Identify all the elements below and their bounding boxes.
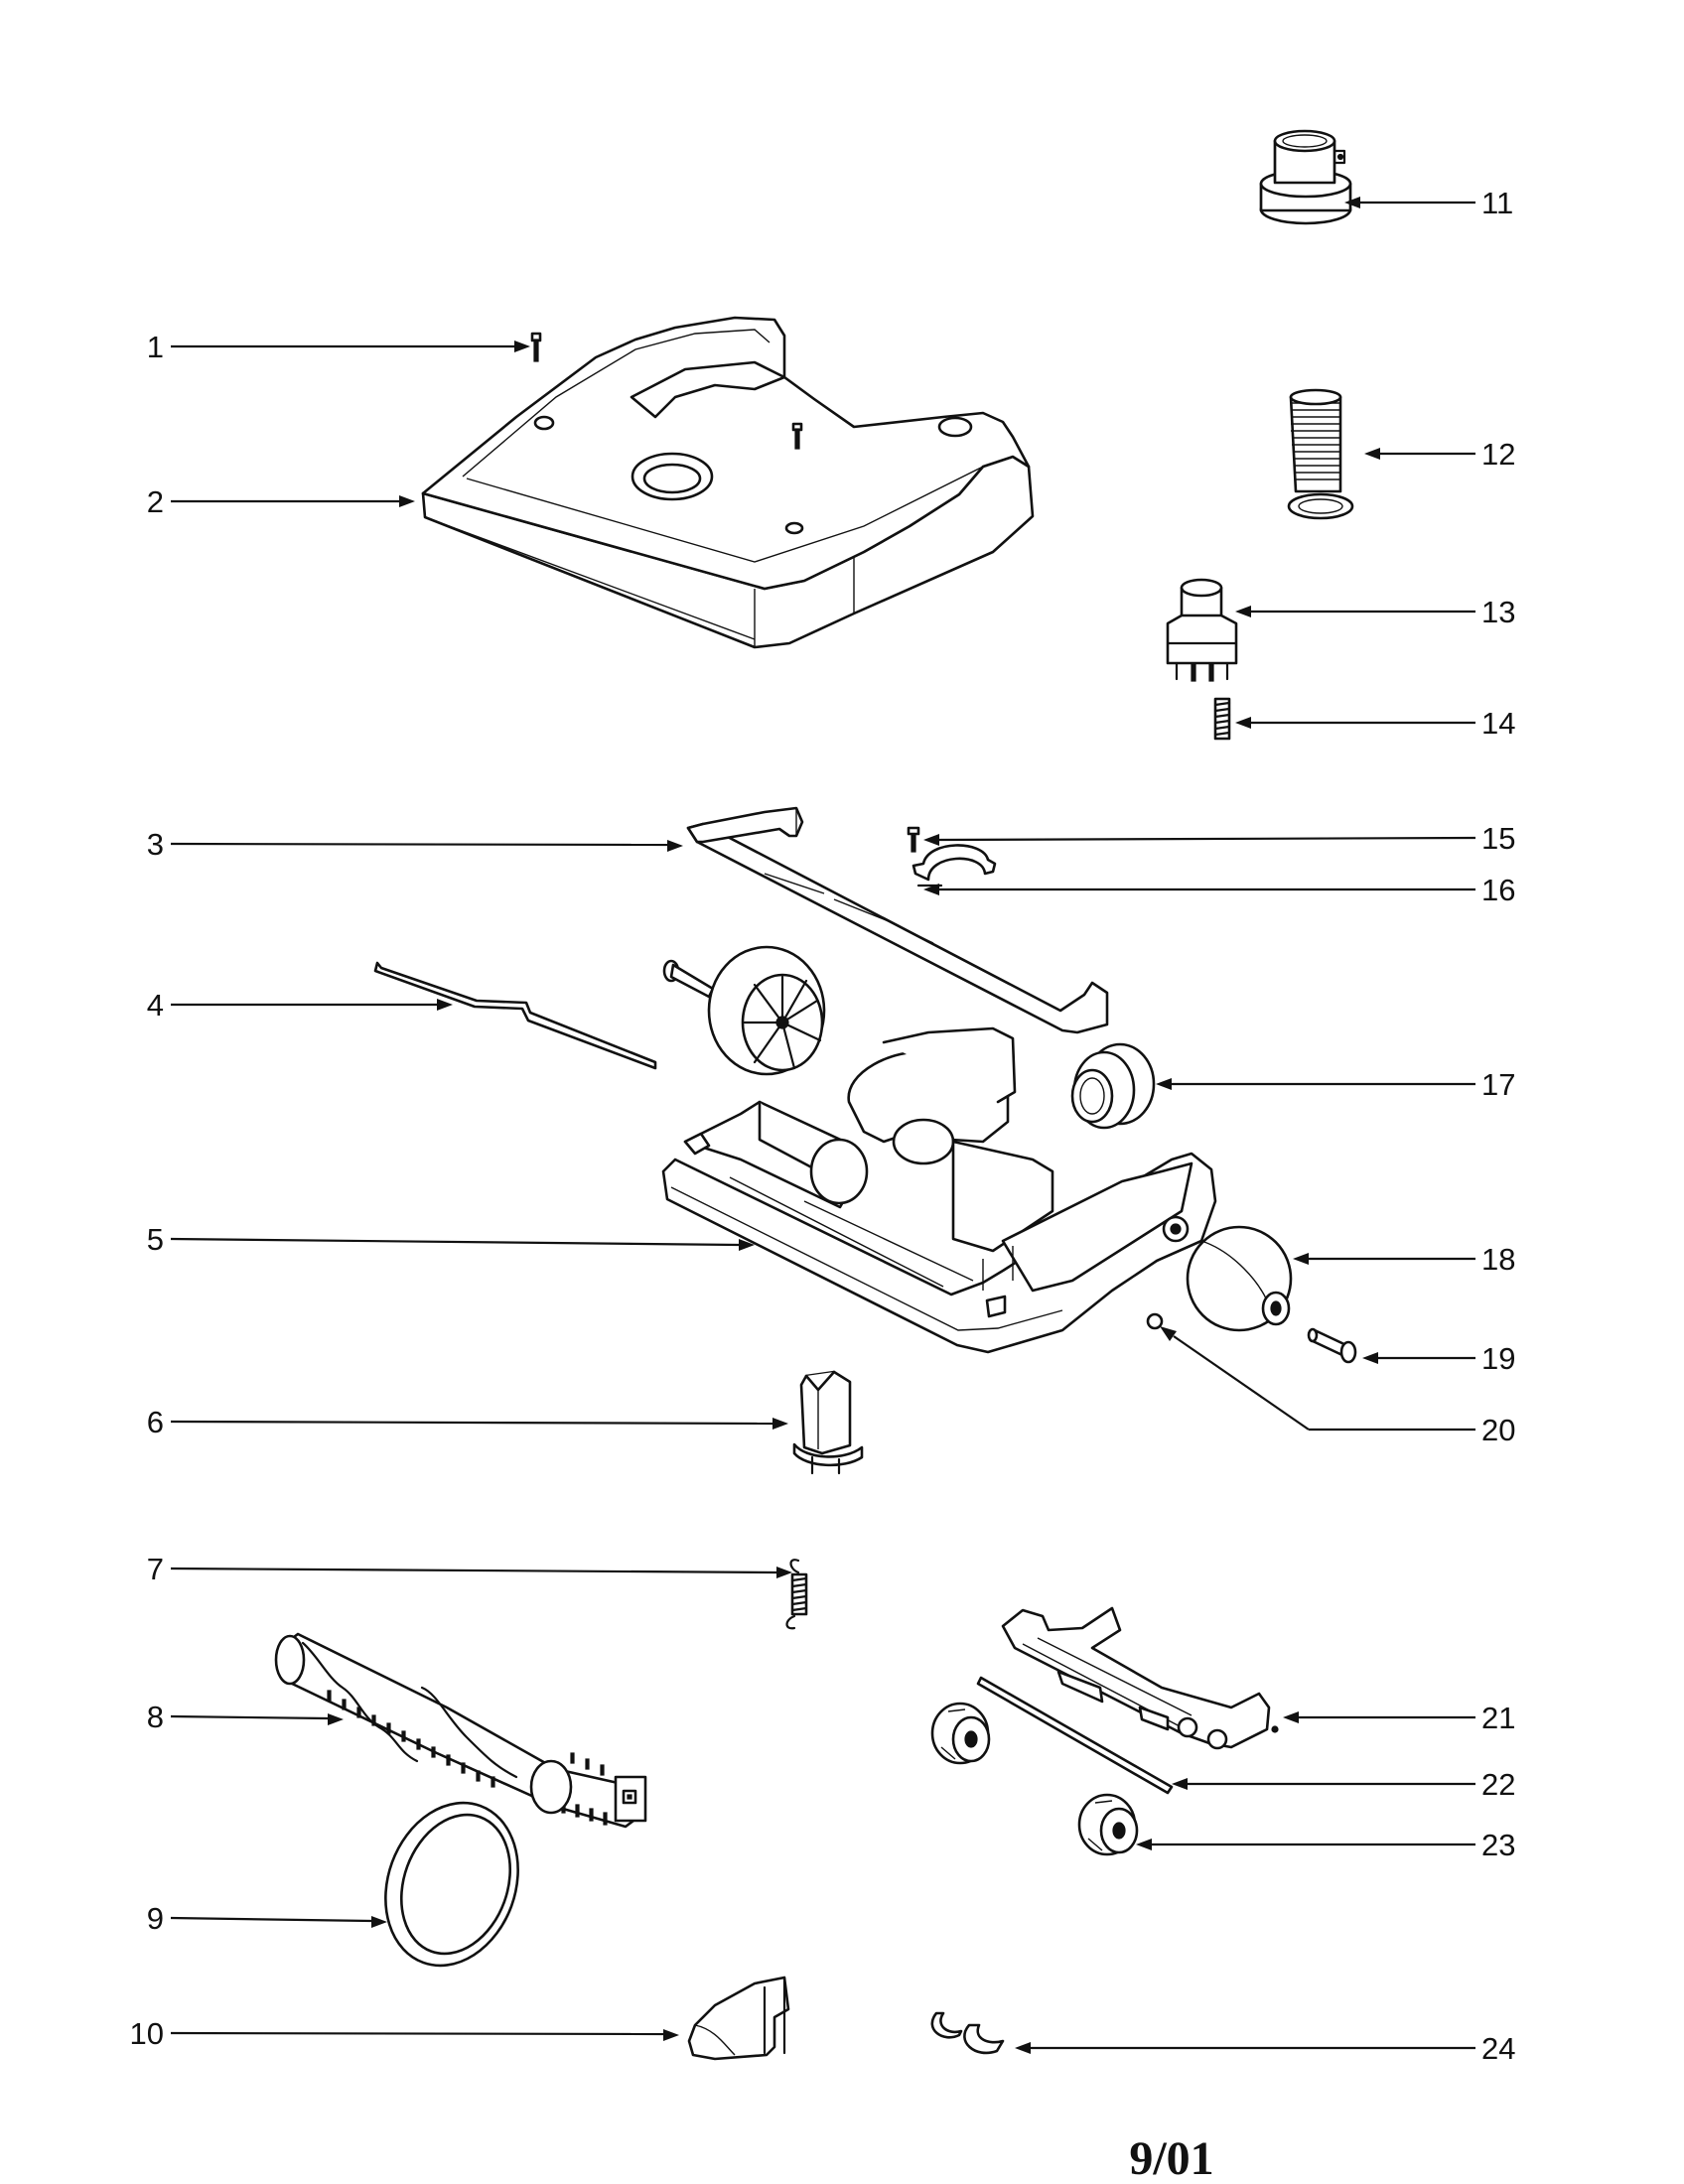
part-5-base-housing: [661, 1026, 1217, 1354]
part-17-hose-connector: [1070, 1042, 1156, 1130]
callout-18: 18: [1481, 1242, 1515, 1277]
footer-date: 9/01: [1129, 2132, 1213, 2184]
callout-15: 15: [1481, 821, 1515, 856]
leader-lines: [170, 197, 1476, 2054]
part-1-screw-installed: [791, 422, 803, 450]
part-1-screw: [530, 332, 542, 362]
part-2-hood-cover: [421, 316, 1035, 649]
part-23-front-wheel: [1077, 1793, 1139, 1856]
callout-7: 7: [147, 1552, 164, 1586]
callout-9: 9: [147, 1901, 164, 1936]
part-6-pedal-release: [792, 1370, 864, 1475]
part-16-clip: [912, 844, 997, 887]
callout-13: 13: [1481, 595, 1515, 629]
callout-3: 3: [147, 827, 164, 862]
callout-labels: 1 2 3 4 5 6 7 8 9 10 11 12 13 14 15 16 1…: [130, 186, 1516, 2066]
part-24-c-clips: [930, 2011, 1005, 2055]
callout-8: 8: [147, 1700, 164, 1734]
part-11-hose-coupling: [1259, 129, 1352, 225]
callout-14: 14: [1481, 706, 1515, 741]
callout-12: 12: [1481, 437, 1515, 472]
callout-2: 2: [147, 484, 164, 519]
callout-21: 21: [1481, 1701, 1515, 1735]
callout-5: 5: [147, 1222, 164, 1257]
part-23-front-wheel-left: [930, 1702, 991, 1765]
part-3-bumper: [686, 806, 1109, 1034]
part-10-belt-guard: [687, 1976, 790, 2061]
part-4-wire-bracket: [373, 961, 657, 1070]
callout-10: 10: [130, 2016, 164, 2051]
callout-19: 19: [1481, 1341, 1515, 1376]
part-19-axle-bolt-left: [662, 959, 715, 999]
part-22-axle-rod: [976, 1676, 1174, 1795]
part-12-flexible-hose: [1287, 388, 1354, 520]
callout-6: 6: [147, 1405, 164, 1439]
callout-4: 4: [147, 988, 164, 1023]
callout-16: 16: [1481, 873, 1515, 907]
part-8-brushroll: [274, 1632, 647, 1829]
callout-24: 24: [1481, 2031, 1515, 2066]
part-19-axle-bolt: [1307, 1327, 1357, 1364]
callout-22: 22: [1481, 1767, 1515, 1802]
callout-11: 11: [1481, 186, 1513, 220]
part-18-rear-wheel-left: [707, 945, 826, 1076]
callout-23: 23: [1481, 1828, 1515, 1862]
part-15-small-screw: [907, 826, 920, 853]
part-14-latch-spring: [1213, 697, 1231, 741]
part-9-belt: [384, 1801, 519, 1968]
part-13-latch: [1166, 578, 1238, 682]
part-20-washer: [1146, 1312, 1164, 1330]
part-7-spring: [785, 1559, 808, 1630]
callout-1: 1: [147, 330, 164, 364]
callout-20: 20: [1481, 1413, 1515, 1447]
callout-17: 17: [1481, 1067, 1515, 1102]
part-21-wheel-carriage: [1001, 1606, 1279, 1750]
part-18-rear-wheel: [1186, 1225, 1293, 1332]
